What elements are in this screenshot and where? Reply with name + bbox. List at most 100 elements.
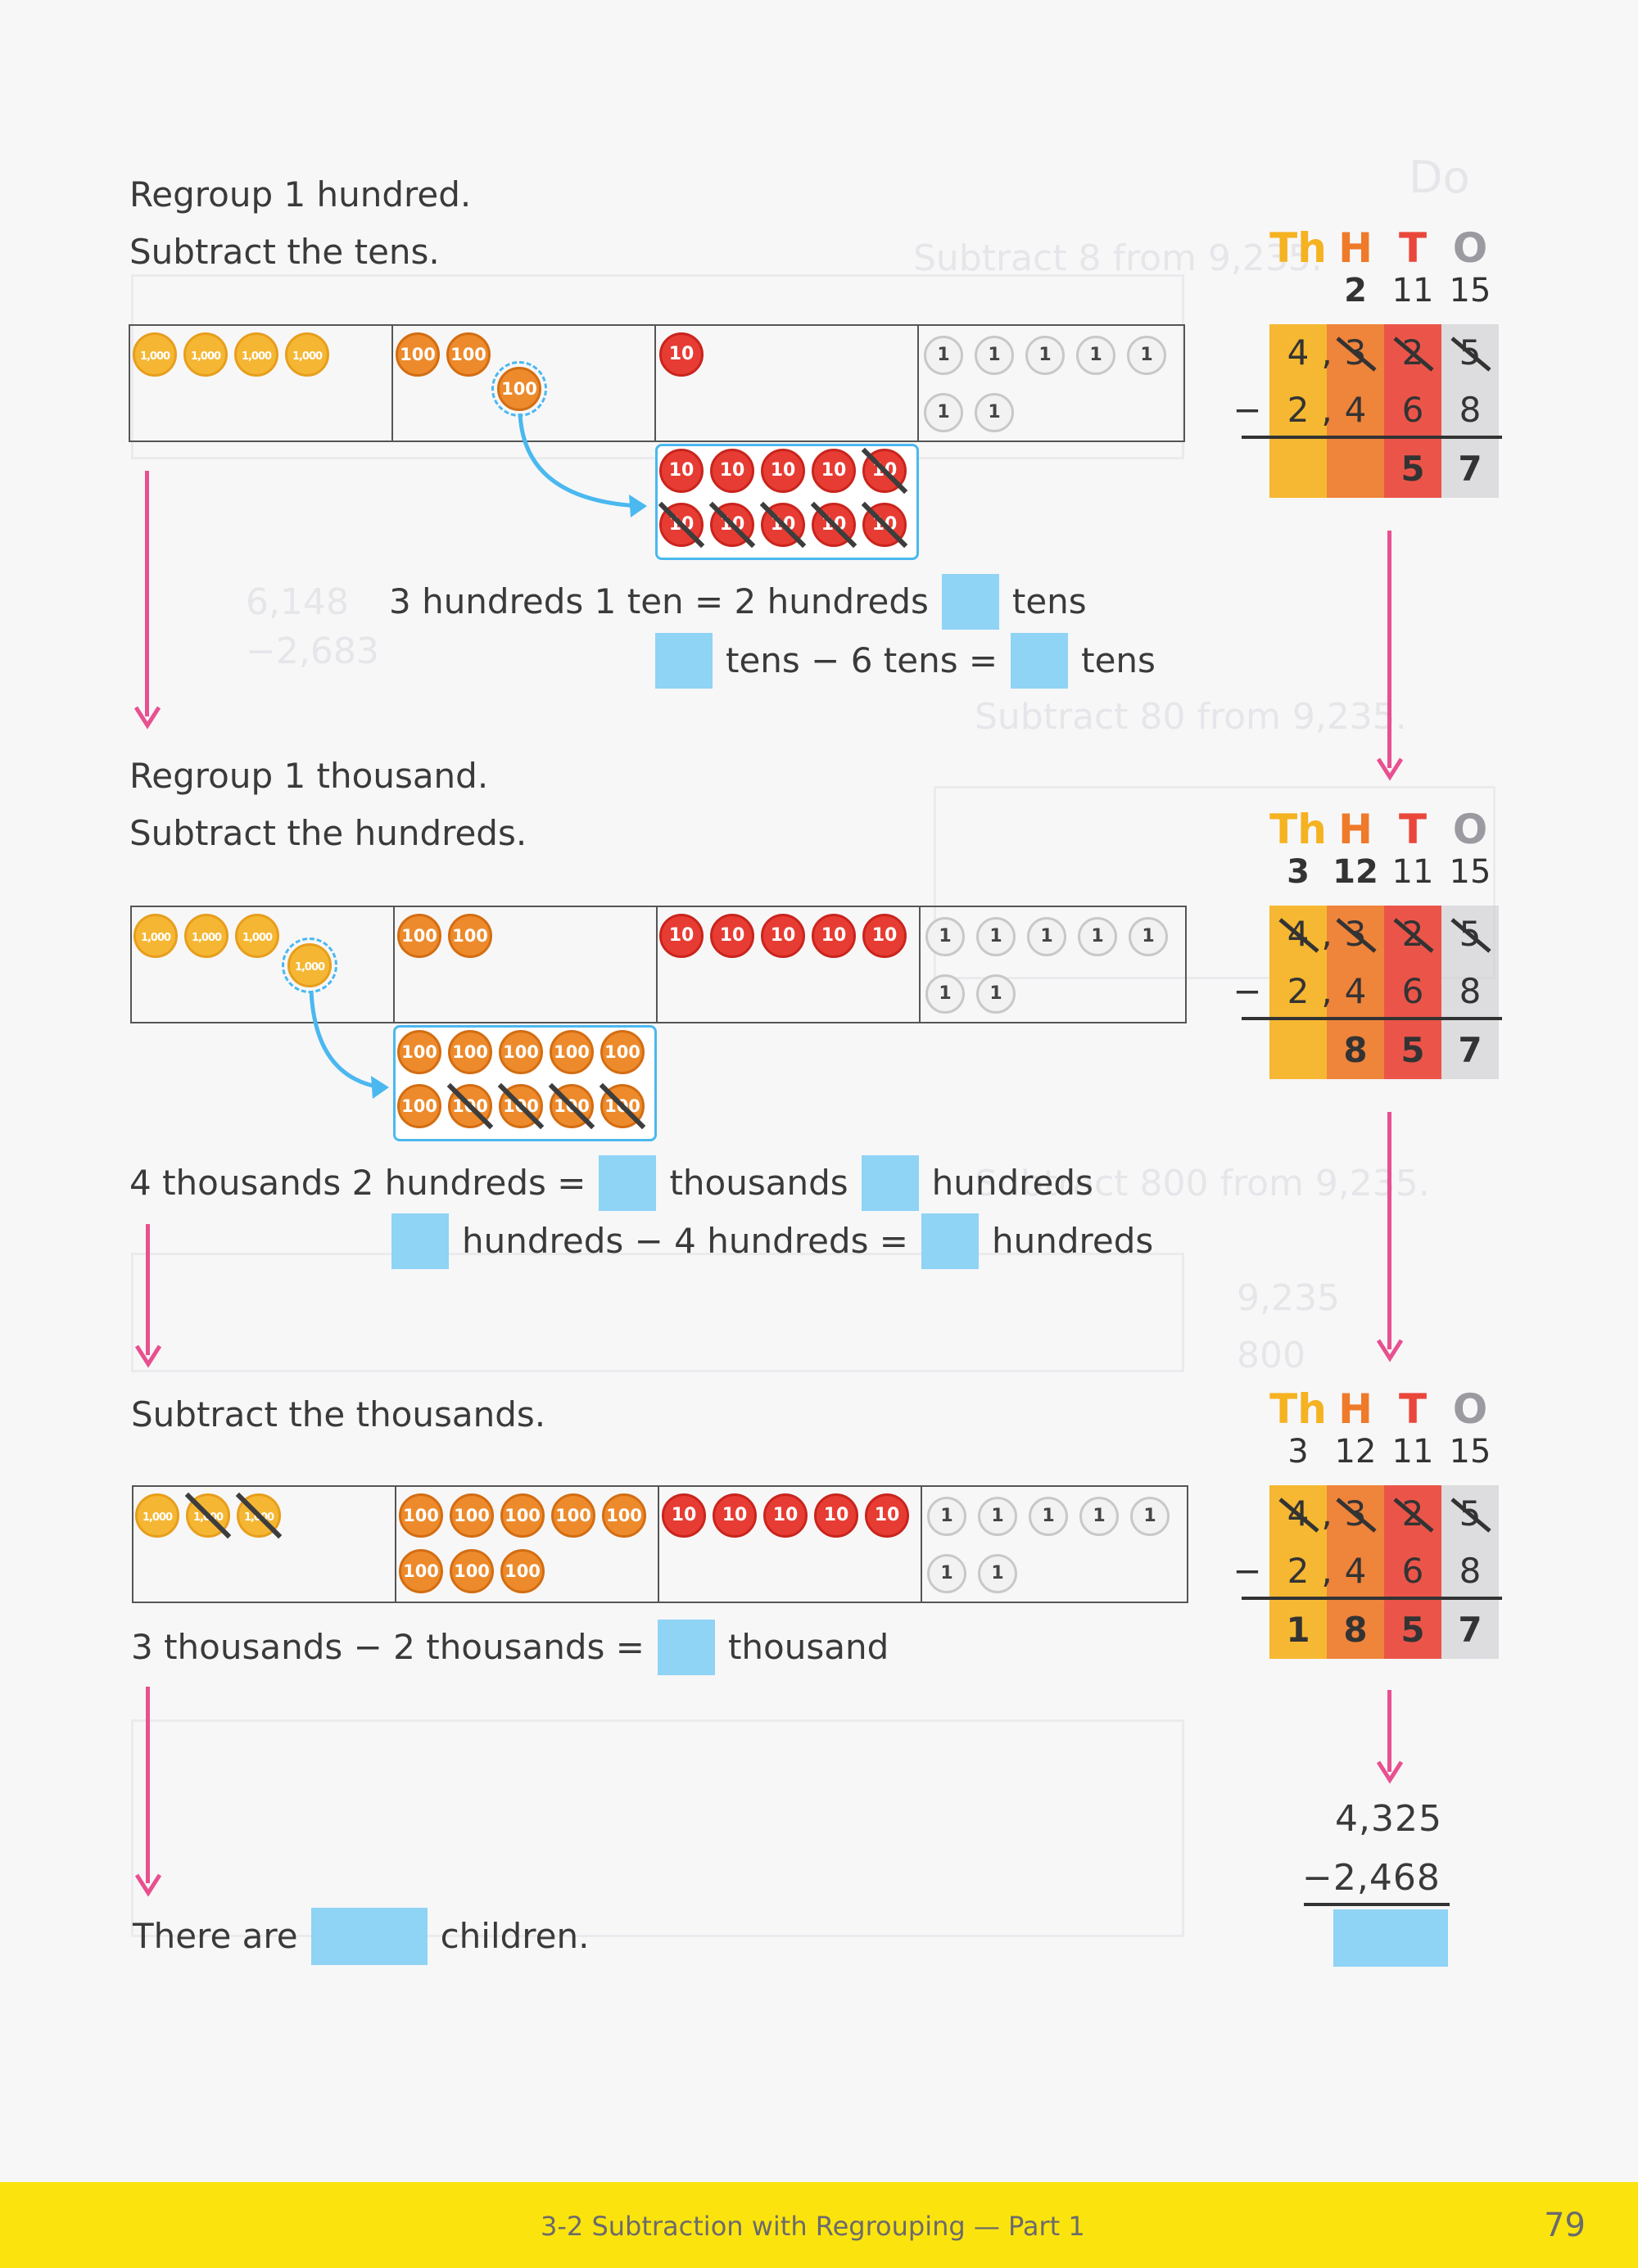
answer-blank[interactable]	[921, 1213, 979, 1269]
hundred-disc: 100	[399, 1493, 443, 1538]
one-disc: 1	[1079, 1497, 1119, 1536]
one-disc: 1	[1025, 336, 1065, 375]
regroup-digit: 12	[1334, 1433, 1377, 1471]
comma: ,	[1321, 390, 1333, 430]
thousand-disc-crossed: 1,000	[235, 1492, 283, 1539]
ghost-text: Subtract 80 from 9,235.	[975, 696, 1407, 738]
step1-equation-1: 3 hundreds 1 ten = 2 hundreds tens	[389, 573, 1100, 630]
one-disc: 1	[978, 1497, 1017, 1536]
ghost-box	[131, 1253, 1184, 1372]
page-number: 79	[1544, 2207, 1586, 2244]
answer-blank[interactable]	[657, 1620, 715, 1675]
place-header-t: T	[1398, 1385, 1428, 1433]
step2-equation-1: 4 thousands 2 hundreds = thousands hundr…	[129, 1154, 1106, 1212]
ten-disc: 10	[659, 914, 704, 958]
answer-blank[interactable]	[391, 1213, 449, 1269]
answer-blank[interactable]	[1011, 633, 1069, 689]
comma: ,	[1321, 1493, 1333, 1534]
one-disc: 1	[924, 336, 963, 375]
hundred-disc: 100	[450, 1549, 494, 1593]
ghost-text: 9,235	[1237, 1277, 1340, 1319]
down-arrow-head	[1377, 1760, 1403, 1784]
equation-text: thousands	[669, 1163, 848, 1203]
final-answer-blank[interactable]	[1333, 1909, 1448, 1967]
ten-disc-crossed: 10	[708, 501, 756, 549]
answer-blank[interactable]	[599, 1155, 657, 1211]
tens-column	[658, 907, 921, 1022]
bottom-digit: 4	[1344, 1551, 1367, 1591]
step1-equation-2: tens − 6 tens = tens	[655, 632, 1169, 689]
place-value-chart-step2	[130, 906, 1187, 1023]
result-digit: 1	[1286, 1610, 1310, 1650]
down-arrow	[1387, 1112, 1391, 1349]
ghost-text: Do	[1409, 151, 1470, 203]
bottom-digit: 6	[1401, 390, 1424, 430]
regroup-digit: 15	[1449, 853, 1491, 891]
one-disc: 1	[1078, 917, 1117, 956]
ghost-box	[934, 786, 1495, 979]
hundreds-column	[396, 1487, 659, 1602]
hundred-disc: 100	[602, 1493, 646, 1538]
sentence-text: children.	[440, 1916, 590, 1956]
equation-text: hundreds − 4 hundreds =	[462, 1221, 908, 1261]
bottom-digit: 8	[1459, 1551, 1482, 1591]
thousand-disc: 1,000	[133, 332, 177, 377]
ghost-text: 800	[1237, 1335, 1305, 1376]
ghost-text: −2,683	[246, 630, 379, 672]
hundred-disc: 100	[448, 914, 492, 958]
place-header-t: T	[1398, 224, 1428, 272]
ten-disc: 10	[662, 1493, 706, 1538]
tens-column	[659, 1487, 922, 1602]
equation-text: hundreds	[992, 1221, 1154, 1261]
hundred-disc: 100	[397, 914, 441, 958]
minus-sign: −	[1233, 1551, 1262, 1591]
result-digit: 5	[1400, 1610, 1425, 1650]
equation-text: tens	[1081, 640, 1156, 680]
subtraction-line	[1242, 436, 1502, 439]
one-disc: 1	[1129, 917, 1168, 956]
subtraction-line	[1242, 1017, 1502, 1020]
comma: ,	[1321, 1551, 1333, 1591]
place-header-h: H	[1338, 1385, 1373, 1433]
ten-disc: 10	[761, 914, 805, 958]
bottom-digit: 8	[1459, 971, 1482, 1011]
equation-text: tens − 6 tens =	[726, 640, 998, 680]
down-arrow	[145, 471, 149, 716]
result-digit: 5	[1400, 449, 1425, 489]
place-column-shade	[1269, 324, 1327, 498]
subtraction-line	[1242, 1597, 1502, 1600]
hundred-disc: 100	[450, 1493, 494, 1538]
hundred-disc: 100	[399, 1549, 443, 1593]
ghost-text: Subtract 8 from 9,235.	[913, 237, 1323, 279]
top-digit: 4	[1287, 332, 1310, 373]
ten-disc: 10	[659, 332, 704, 377]
down-arrow-head	[135, 1344, 161, 1368]
ten-disc-crossed: 10	[861, 501, 908, 549]
hundred-disc: 100	[446, 332, 491, 377]
answer-blank[interactable]	[941, 574, 999, 630]
result-digit: 8	[1343, 1610, 1368, 1650]
result-digit: 7	[1458, 1610, 1482, 1650]
hundred-disc: 100	[600, 1030, 645, 1074]
one-disc: 1	[1027, 917, 1066, 956]
hundred-disc: 100	[397, 1030, 441, 1074]
regroup-arrow	[309, 990, 389, 1099]
regroup-digit: 2	[1344, 272, 1367, 309]
bottom-digit: 2	[1287, 390, 1310, 430]
thousands-column	[133, 1487, 396, 1602]
thousands-column	[130, 326, 393, 440]
sentence-text: There are	[133, 1916, 298, 1956]
down-arrow	[146, 1687, 150, 1883]
answer-blank[interactable]	[310, 1908, 428, 1965]
answer-blank[interactable]	[655, 633, 713, 689]
equation-text: hundreds	[931, 1163, 1093, 1203]
ghost-text: Subtract 800 from 9,235.	[975, 1163, 1430, 1204]
down-arrow	[1387, 531, 1391, 768]
answer-blank[interactable]	[861, 1155, 919, 1211]
hundred-disc-crossed: 100	[548, 1082, 595, 1130]
ten-disc-crossed: 10	[759, 501, 807, 549]
ten-disc: 10	[710, 914, 754, 958]
place-header-o: O	[1452, 224, 1488, 272]
ten-disc: 10	[862, 914, 907, 958]
bottom-digit: 2	[1287, 1551, 1310, 1591]
